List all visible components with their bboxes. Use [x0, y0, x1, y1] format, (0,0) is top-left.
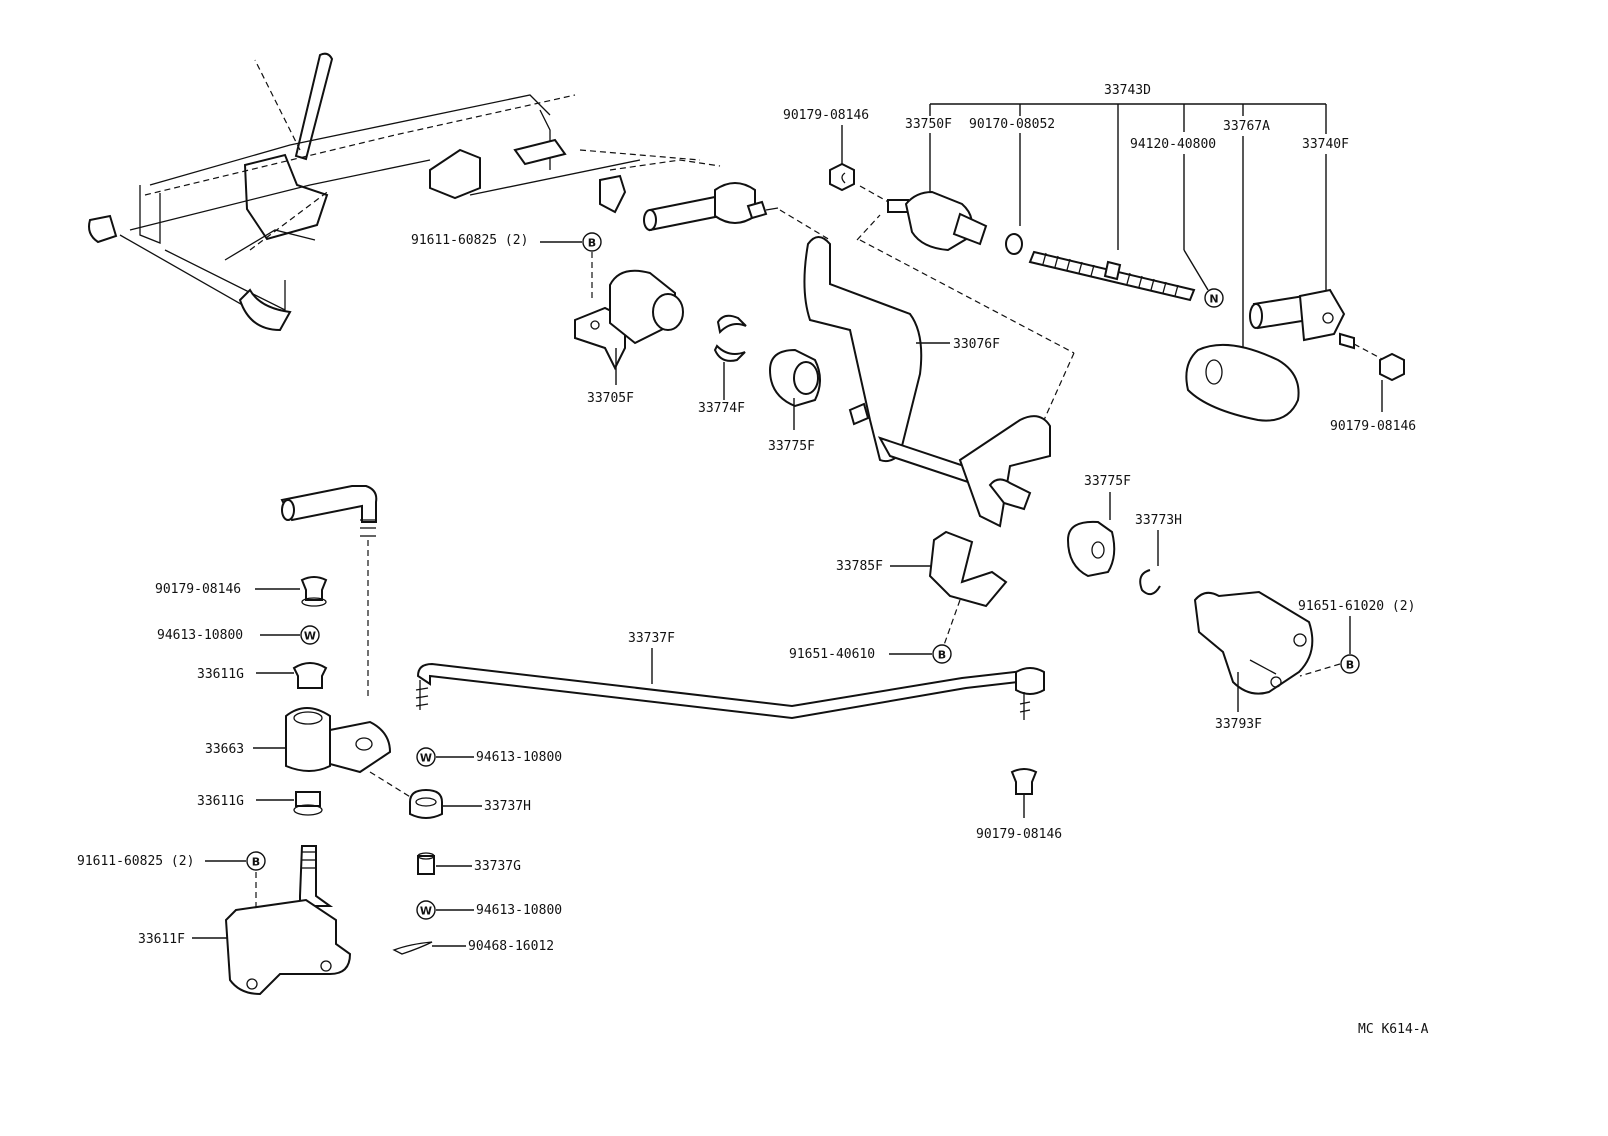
bracket-33611F-part — [224, 845, 352, 996]
label-33611F: 33611F — [138, 932, 185, 947]
label-94613-10800-a: 94613-10800 — [157, 628, 243, 643]
label-94613-10800-c: 94613-10800 — [476, 903, 562, 918]
label-33737H: 33737H — [484, 799, 531, 814]
bushing-33775F-right-part — [1066, 520, 1116, 578]
cotter-pin-part — [392, 941, 433, 955]
washer-marker-3: W — [416, 900, 436, 920]
nut-part — [829, 162, 855, 192]
washer-marker-2: W — [416, 747, 436, 767]
marker-n: N — [1209, 293, 1218, 306]
label-90179-08146-right: 90179-08146 — [1330, 419, 1416, 434]
lever-33076F-part — [803, 236, 1051, 528]
bolt-marker-mid: B — [932, 644, 952, 664]
label-33750F: 33750F — [905, 117, 952, 132]
boot-33767A-part — [1185, 343, 1300, 422]
marker-b-mid: B — [938, 649, 946, 662]
elbow-rod-part — [280, 485, 378, 537]
collar-b-part — [293, 791, 323, 816]
label-90179-08146-top: 90179-08146 — [783, 108, 869, 123]
shift-lever-linkage-assembly — [88, 52, 721, 332]
label-33775F-a: 33775F — [768, 439, 815, 454]
label-33793F: 33793F — [1215, 717, 1262, 732]
clip-33774F-part — [713, 314, 747, 362]
end-33740F-part — [1249, 288, 1355, 350]
label-33743D: 33743D — [1104, 83, 1151, 98]
diagram-code: MC K614-A — [1358, 1022, 1429, 1037]
label-33740F: 33740F — [1302, 137, 1349, 152]
label-33611G-a: 33611G — [197, 667, 244, 682]
marker-b-left: B — [252, 856, 260, 869]
washer-marker: W — [300, 625, 320, 645]
label-33767A: 33767A — [1223, 119, 1270, 134]
bolt-marker: B — [582, 232, 602, 252]
label-33705F: 33705F — [587, 391, 634, 406]
bushing-33775F-part — [768, 348, 821, 408]
label-33774F: 33774F — [698, 401, 745, 416]
label-90170-08052: 90170-08052 — [969, 117, 1055, 132]
label-91651-61020: 91651-61020 (2) — [1298, 599, 1415, 614]
label-91651-40610: 91651-40610 — [789, 647, 875, 662]
bracket-33793F-part — [1193, 590, 1314, 695]
label-33663: 33663 — [205, 742, 244, 757]
rod-33737F-part — [415, 662, 1045, 720]
marker-w3: W — [420, 905, 432, 918]
bolt-marker-left: B — [246, 851, 266, 871]
bracket-33705F-part — [574, 269, 684, 371]
label-91611-60825-bottom: 91611-60825 (2) — [77, 854, 194, 869]
label-33785F: 33785F — [836, 559, 883, 574]
marker-b-top: B — [588, 237, 596, 250]
bolt-bottom-part — [1010, 768, 1038, 795]
bracket-33785F-part — [928, 530, 1008, 608]
joint-33750F-part — [887, 190, 988, 252]
marker-b-right: B — [1346, 659, 1354, 672]
bolt-marker-right: B — [1340, 654, 1360, 674]
nut-marker: N — [1204, 288, 1224, 308]
collar-a-part — [292, 662, 328, 689]
marker-w2: W — [420, 752, 432, 765]
marker-w1: W — [304, 630, 316, 643]
label-33076F: 33076F — [953, 337, 1000, 352]
bolt-left-part — [300, 576, 328, 607]
label-33737G: 33737G — [474, 859, 521, 874]
link-end-part — [643, 182, 779, 232]
label-33611G-b: 33611G — [197, 794, 244, 809]
clip-33773H-part — [1139, 569, 1161, 596]
nut-right-part — [1379, 352, 1405, 382]
label-33737F: 33737F — [628, 631, 675, 646]
label-33775F-b: 33775F — [1084, 474, 1131, 489]
arm-33663-part — [285, 707, 392, 774]
label-90179-08146-left: 90179-08146 — [155, 582, 241, 597]
label-94120-40800: 94120-40800 — [1130, 137, 1216, 152]
ring-part — [1005, 233, 1023, 255]
collar-33737G-part — [417, 852, 435, 875]
label-94613-10800-b: 94613-10800 — [476, 750, 562, 765]
label-91611-60825-top: 91611-60825 (2) — [411, 233, 528, 248]
bushing-33737H-part — [409, 788, 443, 819]
threaded-rod-part — [1028, 250, 1196, 302]
label-90179-08146-bottom: 90179-08146 — [976, 827, 1062, 842]
label-33773H: 33773H — [1135, 513, 1182, 528]
label-90468-16012: 90468-16012 — [468, 939, 554, 954]
